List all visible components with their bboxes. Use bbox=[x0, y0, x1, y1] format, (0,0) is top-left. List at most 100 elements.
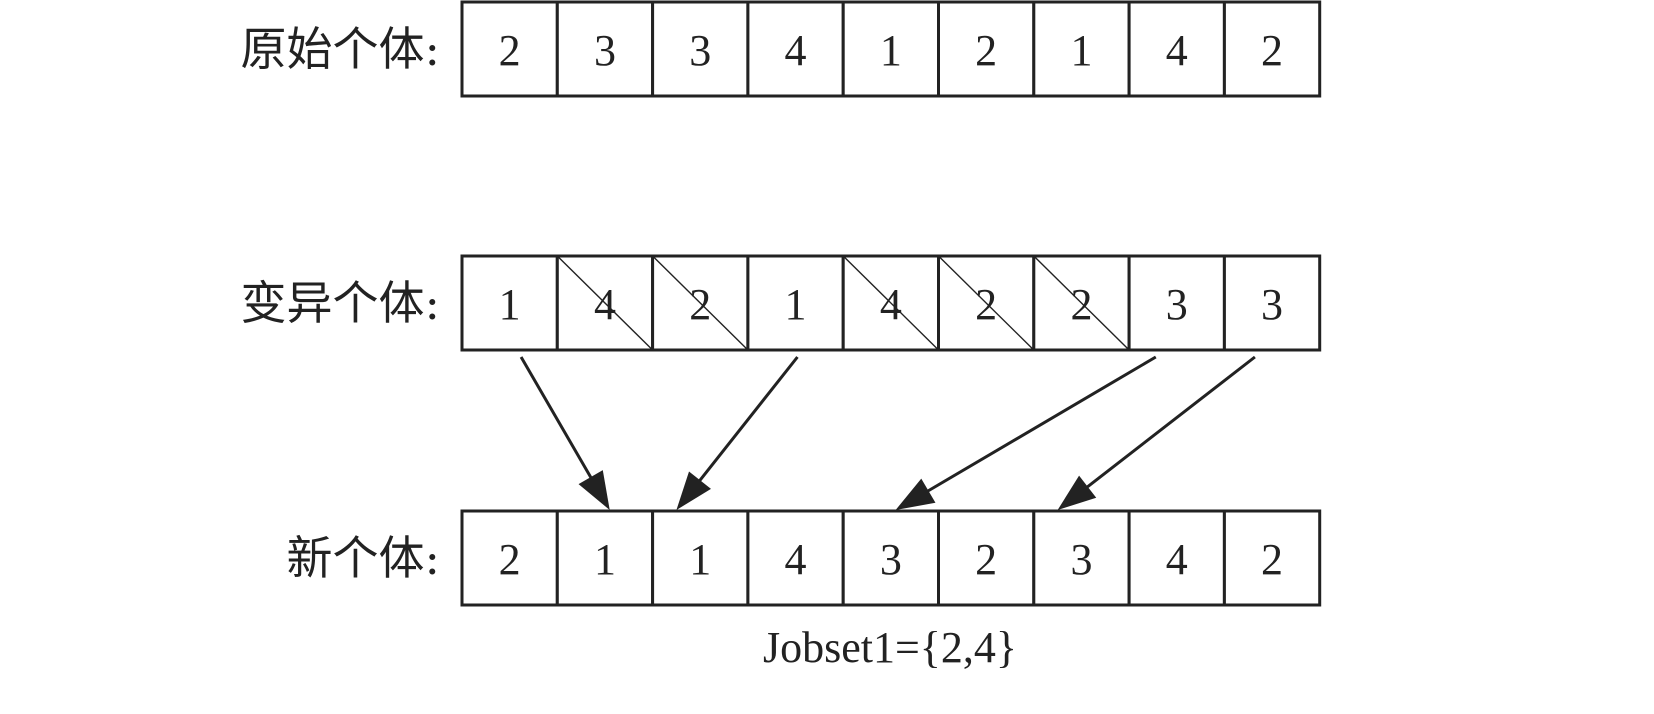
cell-value: 2 bbox=[499, 535, 521, 584]
cell-box bbox=[841, 509, 941, 607]
cell-value: 4 bbox=[1166, 26, 1188, 75]
jobset-caption: Jobset1={2,4} bbox=[763, 623, 1017, 672]
cell-value: 3 bbox=[689, 26, 711, 75]
cell-value: 4 bbox=[785, 26, 807, 75]
cell-box bbox=[1127, 509, 1226, 607]
cell-value: 2 bbox=[975, 535, 997, 584]
gene-cell: 4 bbox=[746, 0, 845, 98]
arrowhead-icon bbox=[895, 478, 936, 510]
mutation-arrow bbox=[676, 356, 799, 510]
cell-diagonal-strike bbox=[652, 255, 749, 351]
cell-box bbox=[937, 509, 1036, 607]
gene-cell: 4 bbox=[1127, 0, 1226, 98]
cell-diagonal-strike bbox=[1033, 255, 1130, 351]
cell-value: 1 bbox=[499, 280, 521, 329]
gene-cell: 4 bbox=[1127, 509, 1226, 607]
arrow-shaft bbox=[925, 355, 1157, 494]
cell-diagonal-strike bbox=[556, 255, 654, 351]
gene-cell: 3 bbox=[1127, 254, 1226, 352]
gene-cell: 1 bbox=[746, 254, 845, 352]
gene-cell: 2 bbox=[460, 509, 559, 607]
gene-cell: 1 bbox=[555, 509, 655, 607]
cell-value: 3 bbox=[1166, 280, 1188, 329]
cell-box bbox=[1127, 0, 1226, 98]
cell-value: 1 bbox=[1070, 26, 1092, 75]
cell-box bbox=[460, 0, 559, 98]
gene-cell: 1 bbox=[841, 0, 941, 98]
cell-value: 3 bbox=[594, 26, 616, 75]
cell-value: 4 bbox=[1166, 535, 1188, 584]
cell-diagonal-strike bbox=[938, 255, 1035, 351]
row-label-mutated: 变异个体: bbox=[241, 276, 441, 330]
row-mutated: 变异个体: 1 4 2 1 4 2 2 3 3 bbox=[241, 254, 1322, 352]
gene-cell: 3 bbox=[1032, 509, 1131, 607]
arrowhead-icon bbox=[1057, 475, 1097, 510]
gene-cell: 3 bbox=[1222, 254, 1322, 352]
cell-value: 4 bbox=[594, 280, 616, 329]
gene-cell: 2 bbox=[1222, 509, 1322, 607]
cell-box bbox=[937, 0, 1036, 98]
cell-box bbox=[555, 0, 655, 98]
mutation-arrow bbox=[895, 355, 1157, 510]
gene-cell: 3 bbox=[841, 509, 941, 607]
cell-value: 1 bbox=[689, 535, 711, 584]
arrow-shaft bbox=[519, 356, 593, 480]
gene-cell: 3 bbox=[555, 0, 655, 98]
row-new: 新个体: 2 1 1 4 3 2 3 4 2 bbox=[287, 509, 1322, 607]
cell-value: 2 bbox=[499, 26, 521, 75]
row-label-original: 原始个体: bbox=[241, 22, 441, 76]
cell-value: 4 bbox=[785, 535, 807, 584]
mutation-arrow bbox=[519, 356, 610, 510]
cell-value: 2 bbox=[689, 280, 711, 329]
cell-box bbox=[651, 509, 750, 607]
cell-box bbox=[1032, 509, 1131, 607]
cell-diagonal-strike bbox=[842, 255, 939, 351]
arrowhead-icon bbox=[578, 470, 610, 510]
mutation-arrow bbox=[1057, 355, 1256, 510]
gene-cell: 4 bbox=[841, 254, 941, 352]
cell-box bbox=[1222, 0, 1322, 98]
cell-value: 2 bbox=[975, 26, 997, 75]
cell-box bbox=[1222, 509, 1322, 607]
gene-cell: 1 bbox=[1032, 0, 1131, 98]
cell-value: 2 bbox=[1070, 280, 1092, 329]
row-label-new: 新个体: bbox=[287, 531, 441, 585]
gene-cell: 4 bbox=[746, 509, 845, 607]
cell-value: 1 bbox=[880, 26, 902, 75]
cell-box bbox=[651, 0, 750, 98]
gene-cell: 2 bbox=[937, 0, 1036, 98]
gene-cell: 2 bbox=[1032, 254, 1131, 352]
gene-cell: 2 bbox=[651, 254, 750, 352]
cell-value: 2 bbox=[975, 280, 997, 329]
gene-cell: 2 bbox=[937, 254, 1036, 352]
cell-box bbox=[1032, 0, 1131, 98]
cell-box bbox=[746, 509, 845, 607]
cell-value: 3 bbox=[1261, 280, 1283, 329]
cell-box bbox=[555, 509, 655, 607]
cell-box bbox=[460, 254, 559, 352]
arrow-shaft bbox=[1085, 355, 1256, 490]
gene-cell: 2 bbox=[937, 509, 1036, 607]
cell-value: 1 bbox=[594, 535, 616, 584]
cell-box bbox=[460, 509, 559, 607]
gene-cell: 4 bbox=[555, 254, 655, 352]
arrowhead-icon bbox=[676, 471, 711, 510]
cell-value: 3 bbox=[880, 535, 902, 584]
gene-cell: 2 bbox=[1222, 0, 1322, 98]
cell-value: 2 bbox=[1261, 26, 1283, 75]
row-original: 原始个体: 2 3 3 4 1 2 1 4 2 bbox=[241, 0, 1322, 98]
cell-value: 1 bbox=[785, 280, 807, 329]
gene-cell: 1 bbox=[651, 509, 750, 607]
cell-value: 2 bbox=[1261, 535, 1283, 584]
rows-layer: 原始个体: 2 3 3 4 1 2 1 4 2 变异个体: 1 4 2 1 4 2 2 3 3 新个体: 2 1 1 4 3 2 3 4… bbox=[241, 0, 1322, 607]
gene-cell: 2 bbox=[460, 0, 559, 98]
cell-value: 4 bbox=[880, 280, 902, 329]
gene-cell: 3 bbox=[651, 0, 750, 98]
cell-box bbox=[1222, 254, 1322, 352]
cell-box bbox=[841, 0, 941, 98]
gene-cell: 1 bbox=[460, 254, 559, 352]
arrows-layer bbox=[519, 355, 1256, 510]
arrow-shaft bbox=[697, 356, 799, 483]
cell-value: 3 bbox=[1070, 535, 1092, 584]
